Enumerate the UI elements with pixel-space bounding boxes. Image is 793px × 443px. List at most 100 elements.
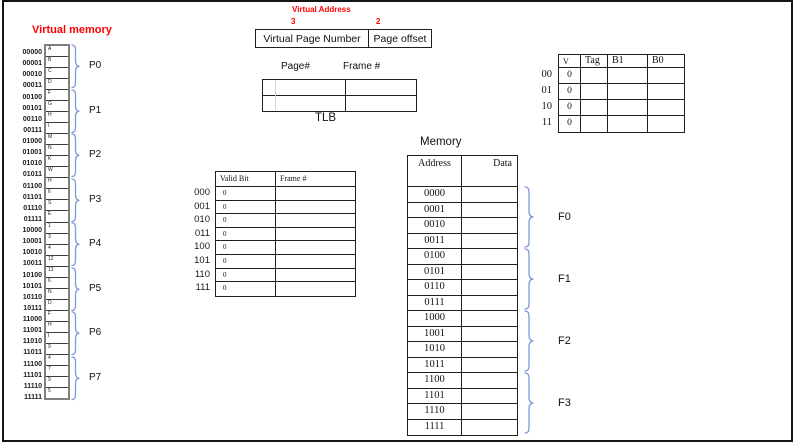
- valid-bit-cell: 0: [216, 254, 276, 268]
- cache-row-label: 00: [541, 69, 553, 80]
- memory-address-cell: 0000: [408, 187, 462, 202]
- page-table-row-label: 000: [194, 187, 210, 198]
- cache-b1-cell: [608, 116, 648, 132]
- virtual-page-number-field: Virtual Page Number: [256, 30, 369, 47]
- frame-number-cell: [276, 241, 355, 254]
- frame-number-header: Frame #: [280, 174, 307, 183]
- memory-address-cell: 1010: [408, 342, 462, 357]
- valid-bit-cell: 0: [216, 282, 276, 296]
- b1-header: B1: [608, 55, 648, 67]
- vm-address-label: 10001: [22, 238, 42, 246]
- tlb-table: [262, 79, 417, 112]
- memory-data-cell: [462, 420, 517, 436]
- vm-cell: 6: [46, 189, 68, 201]
- memory-data-cell: [462, 373, 517, 388]
- memory-address-cell: 0110: [408, 280, 462, 295]
- cache-b1-cell: [608, 84, 648, 99]
- memory-row: 0100: [408, 249, 517, 265]
- memory-data-cell: [462, 218, 517, 233]
- vm-group-label: P7: [89, 371, 102, 383]
- vm-group-brace: [71, 133, 80, 178]
- memory-row: 1000: [408, 311, 517, 327]
- page-table-row-label: 110: [194, 268, 210, 280]
- vm-address-label: 10101: [22, 282, 42, 290]
- vm-cell: S: [46, 200, 68, 212]
- vm-group-label: P2: [89, 149, 102, 161]
- memory-address-cell: 0100: [408, 249, 462, 264]
- page-table-row-label: 010: [194, 214, 210, 226]
- vm-group-label: P6: [89, 327, 102, 339]
- memory-address-cell: 1000: [408, 311, 462, 326]
- memory-address-cell: 0111: [408, 295, 462, 310]
- vm-cell: H: [46, 178, 68, 190]
- vm-cell: F: [46, 90, 68, 102]
- vm-cell: 1: [46, 223, 68, 234]
- vm-address-label: 11100: [23, 360, 42, 368]
- valid-bit-cell: 0: [216, 241, 276, 254]
- frame-number-cell: [276, 187, 355, 200]
- memory-row: 0111: [408, 295, 517, 311]
- vm-address-label: 00110: [22, 115, 42, 123]
- memory-row: 1101: [408, 388, 517, 404]
- vm-cell: H: [46, 112, 68, 124]
- virtual-address-fields: Virtual Page Number Page offset: [255, 29, 432, 48]
- vm-group-brace: [71, 88, 80, 133]
- data-header: Data: [493, 158, 512, 169]
- tlb-page-cell: [263, 96, 346, 111]
- page-table-row: 0: [216, 214, 355, 228]
- memory-address-cell: 1001: [408, 326, 462, 341]
- vm-cell: D: [46, 79, 68, 91]
- tlb-frame-cell: [346, 80, 416, 95]
- vm-address-label: 11111: [24, 393, 42, 401]
- cache-b0-cell: [648, 100, 684, 115]
- vm-cell: 12: [46, 256, 68, 267]
- memory-address-cell: 1100: [408, 373, 462, 388]
- vm-cell: A: [46, 46, 68, 58]
- vm-address-label: 01010: [22, 160, 42, 168]
- vm-address-label: 00011: [22, 82, 42, 90]
- tlb-row: [263, 80, 416, 96]
- memory-row: 0001: [408, 202, 517, 218]
- vm-group-label: P4: [89, 238, 102, 250]
- memory-frame-label: F0: [558, 210, 571, 223]
- frame-number-cell: [276, 201, 355, 214]
- vm-cell: N: [46, 145, 68, 157]
- vm-group-label: P0: [89, 60, 102, 72]
- page-table-row: 0: [216, 282, 355, 296]
- cache-b1-cell: [608, 68, 648, 83]
- cache-b0-cell: [648, 68, 684, 83]
- memory-frame-brace: [524, 248, 534, 310]
- vm-cell: D: [46, 300, 68, 311]
- memory-address-cell: 0101: [408, 264, 462, 279]
- vm-address-label: 01011: [22, 171, 42, 179]
- vm-cell: 9: [46, 344, 68, 355]
- cache-b0-cell: [648, 84, 684, 99]
- cache-row: 0: [559, 100, 684, 116]
- vm-cell: 4: [46, 245, 68, 256]
- frame-number-cell: [276, 214, 355, 227]
- memory-address-cell: 0010: [408, 218, 462, 233]
- cache-tag-cell: [581, 68, 608, 83]
- memory-address-cell: 1101: [408, 388, 462, 403]
- virtual-address-title: Virtual Address: [292, 5, 351, 14]
- vm-address-label: 00111: [23, 126, 42, 134]
- vm-address-label: 11011: [23, 349, 42, 357]
- vm-address-label: 11110: [23, 382, 42, 390]
- memory-data-cell: [462, 234, 517, 249]
- memory-frame-brace: [524, 186, 534, 248]
- memory-address-cell: 0011: [408, 233, 462, 248]
- memory-row: 1001: [408, 326, 517, 342]
- cache-row-label: 10: [541, 101, 553, 112]
- valid-bit-cell: 0: [216, 187, 276, 200]
- page-table-row: 0: [216, 200, 355, 215]
- memory-data-cell: [462, 311, 517, 326]
- vm-address-label: 10011: [22, 260, 42, 268]
- page-table-row: 0: [216, 227, 355, 242]
- tlb-frame-cell: [346, 96, 416, 111]
- page-table-header-row: Valid Bit Frame #: [216, 172, 355, 187]
- memory-address-cell: 0001: [408, 202, 462, 217]
